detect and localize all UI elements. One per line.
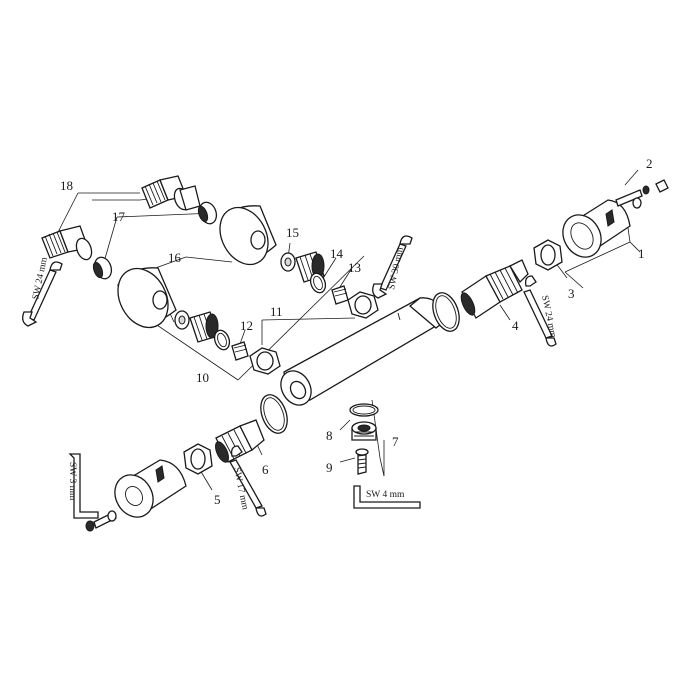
o-ring-lower	[213, 329, 231, 351]
hex-key-sw3-icon	[68, 453, 99, 519]
strainer-13	[331, 285, 349, 305]
part-number-4: 4	[512, 318, 519, 333]
union-nut-lower	[249, 347, 281, 375]
part-number-7: 7	[392, 434, 399, 449]
hex-key-sw4-icon	[353, 485, 421, 509]
wrench-sw24-left-icon	[22, 261, 63, 327]
wrench-sw24-right-icon	[523, 275, 557, 347]
union-nut-upper	[347, 291, 379, 319]
fitting-lower	[189, 311, 219, 343]
part-number-17: 17	[112, 209, 126, 224]
o-ring-14	[309, 272, 327, 294]
screw-lower	[85, 510, 117, 532]
wall-flange-lower	[117, 267, 177, 329]
seal-lower	[92, 256, 113, 280]
wrench-sw30-icon	[372, 235, 413, 299]
part-number-8: 8	[326, 428, 333, 443]
seal-ring-6	[260, 394, 288, 434]
o-ring-8	[349, 403, 379, 417]
screw-9	[355, 448, 369, 475]
seal-upper	[197, 201, 218, 225]
eccentric-connector-upper	[141, 175, 201, 211]
label-sw3-group: SW 3 mm	[67, 462, 77, 501]
part-number-9: 9	[326, 460, 333, 475]
label-sw3: SW 3 mm	[67, 462, 77, 501]
washer-15	[280, 252, 296, 272]
part-number-13: 13	[348, 260, 361, 275]
part-numbers: 18 17 16 15 14 13 12 11 10 2 1 3 4 8 7 9…	[60, 156, 653, 507]
part-number-11: 11	[270, 304, 283, 319]
strainer-12	[231, 341, 249, 361]
nut-5	[183, 443, 213, 475]
part-number-18: 18	[60, 178, 73, 193]
check-valve-7	[351, 421, 377, 441]
part-number-3: 3	[568, 286, 575, 301]
screw-2	[615, 179, 669, 209]
part-number-10: 10	[196, 370, 209, 385]
seal-ring-right	[432, 292, 460, 332]
part-number-1: 1	[638, 246, 645, 261]
cartridge-6	[215, 419, 265, 463]
washer-lower	[174, 310, 190, 330]
part-number-2: 2	[646, 156, 653, 171]
part-number-14: 14	[330, 246, 344, 261]
part-number-12: 12	[240, 318, 253, 333]
part-number-5: 5	[214, 492, 221, 507]
wrench-sw17-icon	[229, 445, 267, 517]
handle-1	[562, 199, 631, 258]
wall-flange-upper	[219, 205, 277, 266]
label-sw4: SW 4 mm	[366, 490, 405, 500]
part-number-15: 15	[286, 225, 299, 240]
part-number-16: 16	[168, 250, 182, 265]
nut-3	[533, 239, 563, 271]
thermostatic-cartridge-4	[460, 259, 529, 319]
part-number-6: 6	[262, 462, 269, 477]
eccentric-connector-lower	[41, 225, 93, 261]
handle-lower	[114, 459, 187, 518]
